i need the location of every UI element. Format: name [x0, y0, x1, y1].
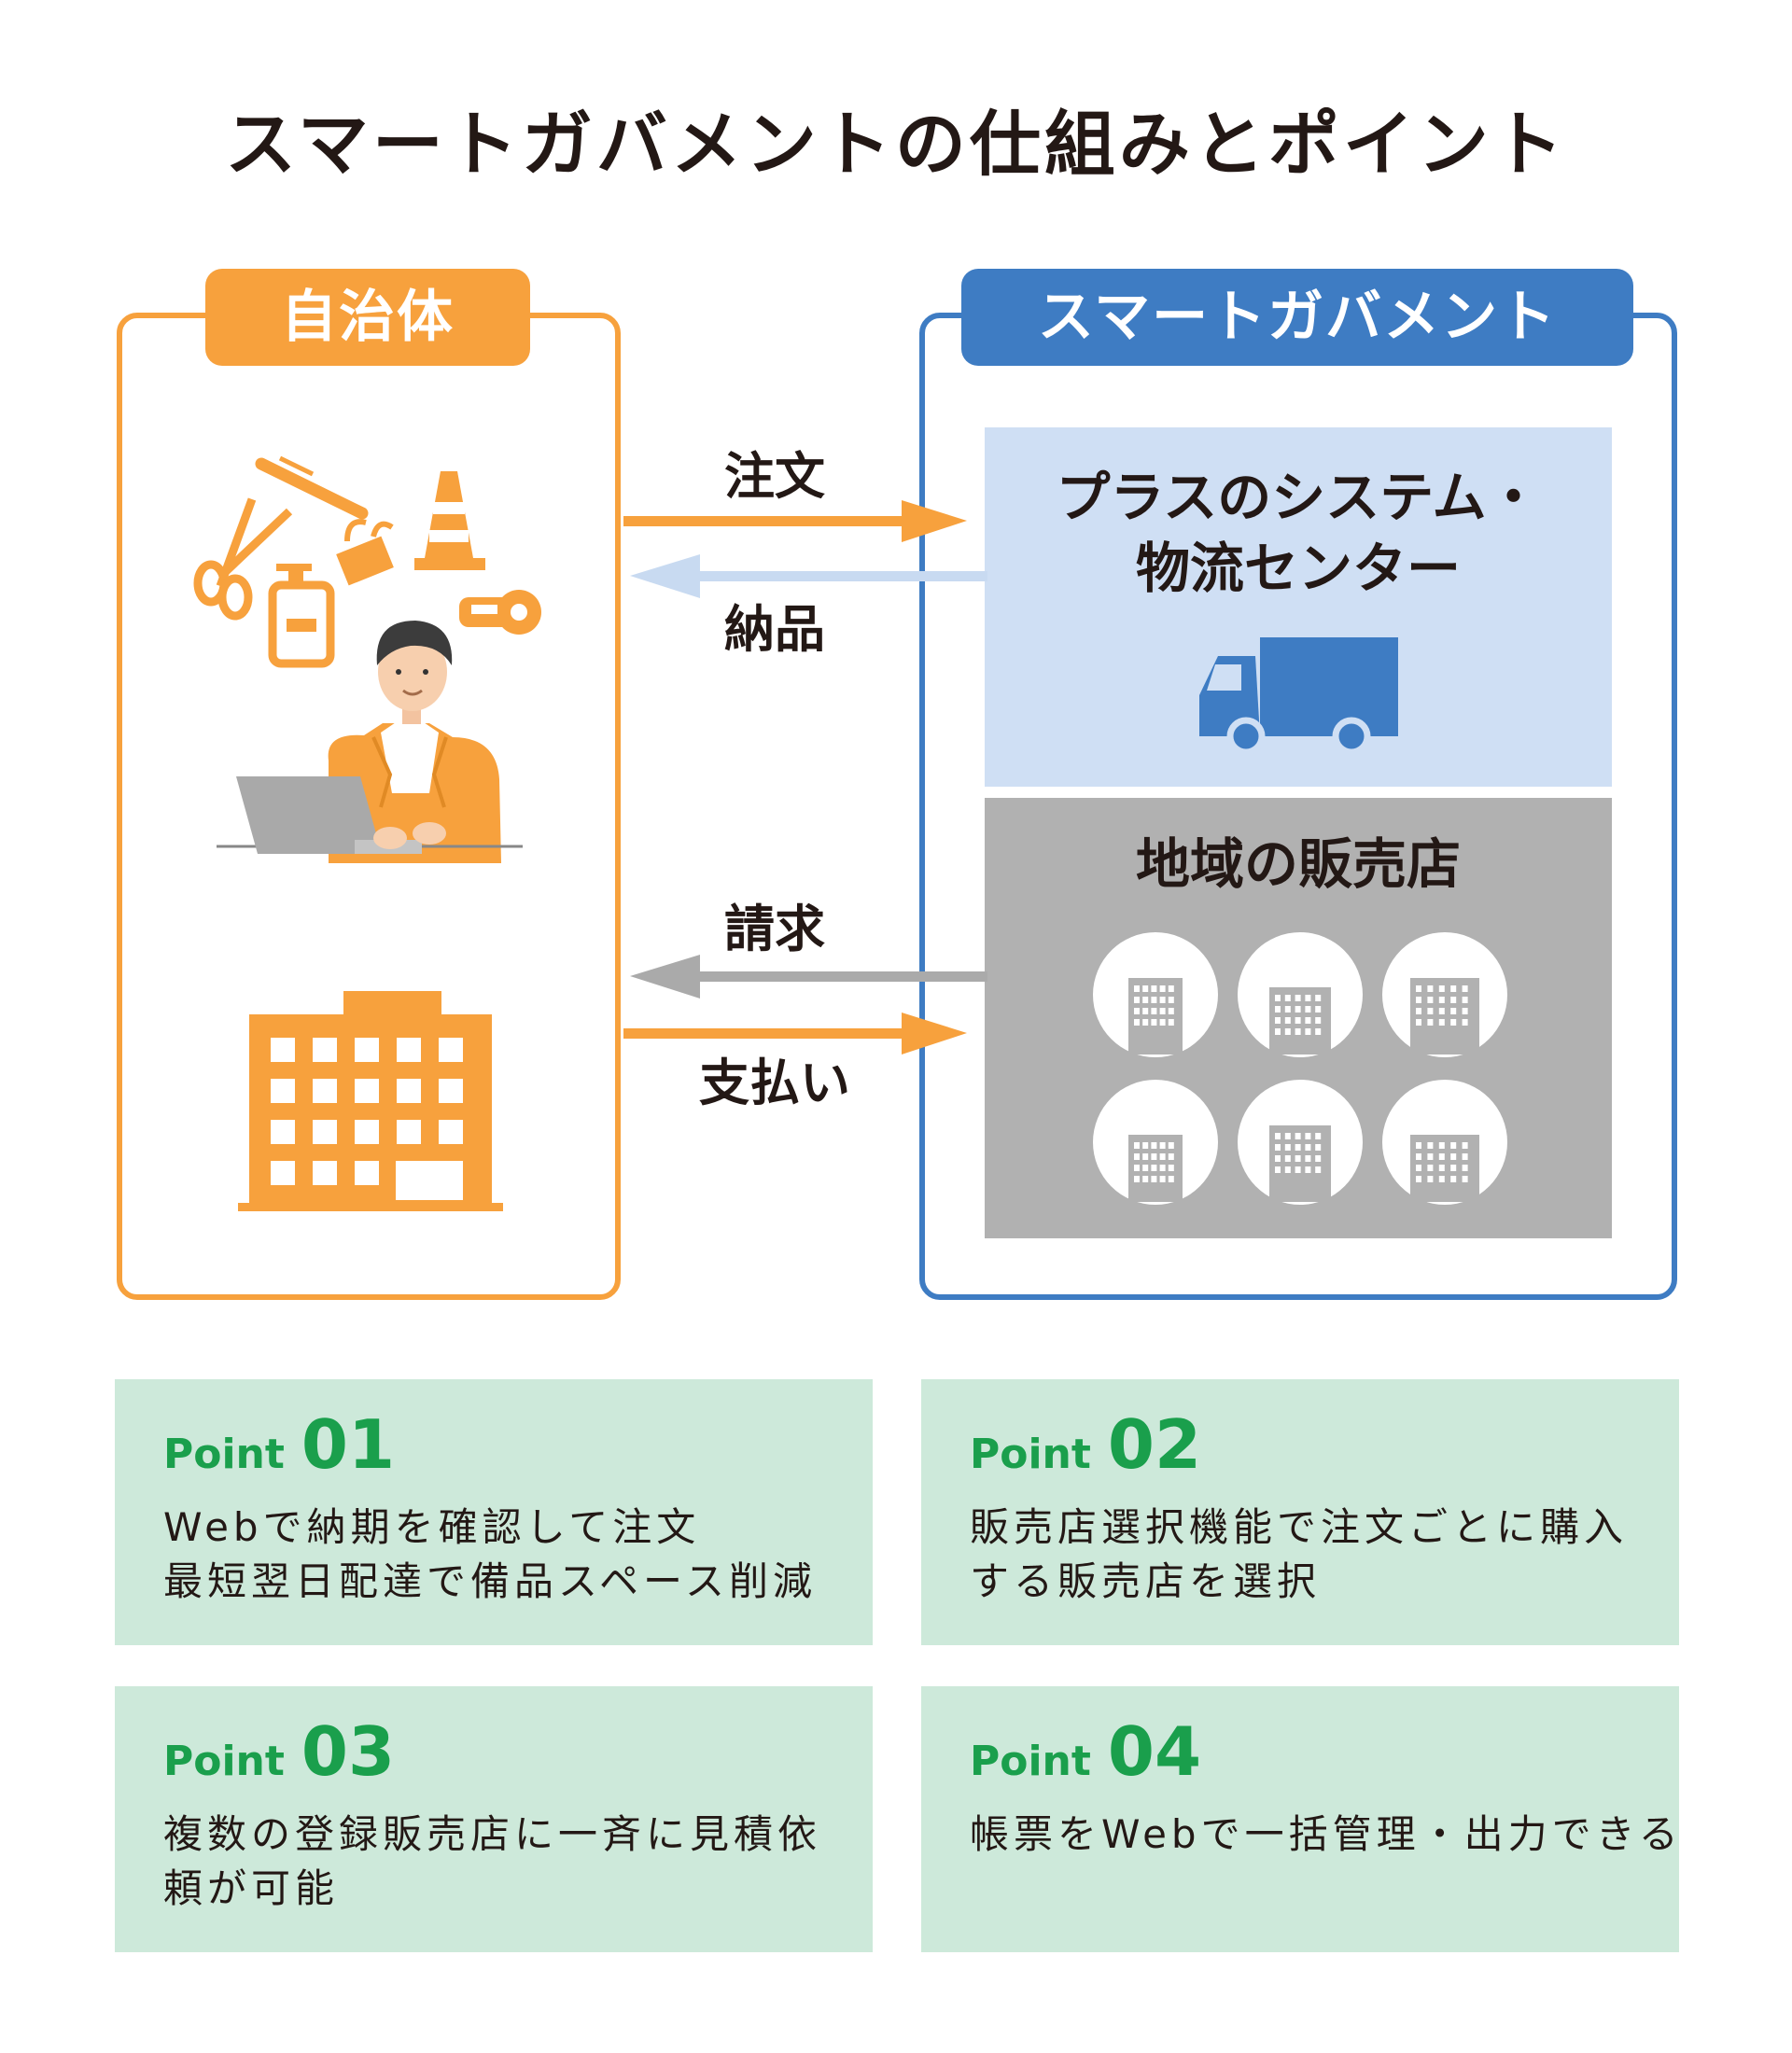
point-number: 03 [301, 1712, 396, 1791]
point-number: 04 [1107, 1712, 1202, 1791]
order-label: 注文 [724, 447, 825, 506]
store-building-icon [1093, 1080, 1218, 1205]
store-building-icon [1238, 932, 1363, 1057]
point-card-02: Point 02 販売店選択機能で注文ごとに購入する販売店を選択 [921, 1379, 1679, 1645]
point-heading-03: Point 03 [163, 1712, 395, 1791]
pen-icon [255, 455, 369, 520]
logistics-center-title-line2: 物流センター [1135, 537, 1461, 600]
point-line: 帳票をWebで一括管理・出力できる [970, 1811, 1683, 1857]
point-line: 最短翌日配達で備品スペース削減 [163, 1558, 817, 1604]
order-arrow [623, 500, 967, 542]
invoice-arrow [630, 955, 987, 999]
store-building-icon [1093, 932, 1218, 1057]
point-description-02: 販売店選択機能で注文ごとに購入する販売店を選択 [970, 1501, 1628, 1609]
payment-arrow [623, 1013, 967, 1054]
point-heading-04: Point 04 [970, 1712, 1201, 1791]
soap-bottle-icon [268, 564, 335, 668]
point-label: Point [970, 1738, 1091, 1785]
point-description-03: 複数の登録販売店に一斉に見積依頼が可能 [163, 1808, 821, 1916]
tape-icon [459, 590, 541, 635]
point-heading-02: Point 02 [970, 1405, 1201, 1484]
delivery-label: 納品 [724, 600, 825, 659]
point-line: 頼が可能 [163, 1865, 340, 1911]
point-card-01: Point 01 Webで納期を確認して注文最短翌日配達で備品スペース削減 [115, 1379, 873, 1645]
point-line: する販売店を選択 [970, 1558, 1322, 1604]
store-building-icon [1238, 1080, 1363, 1205]
local-stores-title: 地域の販売店 [1135, 832, 1461, 896]
delivery-arrow [630, 554, 987, 598]
point-card-03: Point 03 複数の登録販売店に一斉に見積依頼が可能 [115, 1686, 873, 1952]
invoice-label: 請求 [724, 900, 825, 958]
logistics-center-title-line1: プラスのシステム・ [1056, 466, 1541, 529]
point-number: 02 [1107, 1405, 1202, 1484]
page-title: スマートガバメントの仕組みとポイント [225, 103, 1567, 186]
smart-government-label: スマートガバメント [961, 269, 1633, 366]
point-heading-01: Point 01 [163, 1405, 395, 1484]
point-number: 01 [301, 1405, 396, 1484]
binder-clip-icon [336, 519, 394, 586]
point-label: Point [163, 1738, 285, 1785]
scissors-icon [193, 497, 293, 621]
point-line: 販売店選択機能で注文ごとに購入 [970, 1504, 1629, 1550]
point-description-04: 帳票をWebで一括管理・出力できる [970, 1808, 1683, 1862]
traffic-cone-icon [414, 471, 485, 570]
point-line: 複数の登録販売店に一斉に見積依 [163, 1811, 822, 1857]
point-description-01: Webで納期を確認して注文最短翌日配達で備品スペース削減 [163, 1501, 817, 1609]
store-building-icon [1382, 1080, 1507, 1205]
municipality-label: 自治体 [205, 269, 530, 366]
point-label: Point [163, 1431, 285, 1478]
store-building-icon [1382, 932, 1507, 1057]
point-line: Webで納期を確認して注文 [163, 1504, 701, 1550]
payment-label: 支払い [699, 1054, 850, 1112]
point-label: Point [970, 1431, 1091, 1478]
